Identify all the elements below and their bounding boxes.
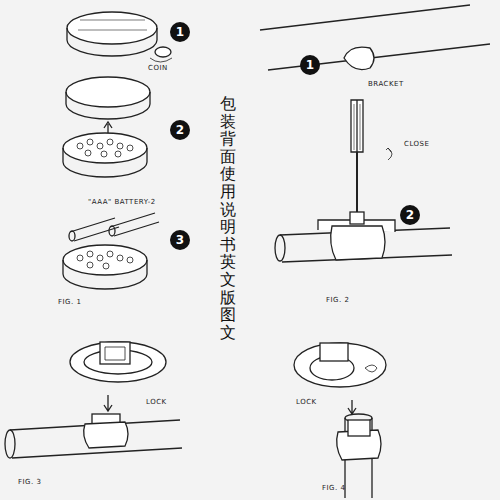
figure-label: FIG. 2 [326, 296, 349, 304]
callout-text: 3 [176, 233, 184, 247]
figure-label: FIG. 3 [18, 478, 41, 486]
callout-text: 2 [406, 208, 414, 222]
figure-label: FIG. 4 [322, 484, 345, 492]
aaa-battery [69, 213, 159, 241]
callout-number: 3 [170, 230, 190, 250]
vertical-note: 包装背面使用说明书英文版图文 [220, 95, 236, 341]
callout-number: 1 [170, 22, 190, 42]
lens-cover [67, 12, 157, 56]
action-label: LOCK [146, 398, 167, 406]
part-label: COIN [148, 64, 168, 72]
callout-number: 2 [400, 205, 420, 225]
action-label: CLOSE [404, 140, 429, 148]
bracket [344, 47, 374, 70]
action-label: LOCK [296, 398, 317, 406]
callout-text: 1 [306, 58, 314, 72]
part-label: BRACKET [368, 80, 404, 88]
coin [155, 47, 171, 57]
callout-text: 2 [176, 123, 184, 137]
callout-number: 1 [300, 55, 320, 75]
figure-label: FIG. 1 [58, 298, 81, 306]
callout-text: 1 [176, 25, 184, 39]
callout-number: 2 [170, 120, 190, 140]
part-label: "AAA" BATTERY-2 [88, 198, 156, 206]
